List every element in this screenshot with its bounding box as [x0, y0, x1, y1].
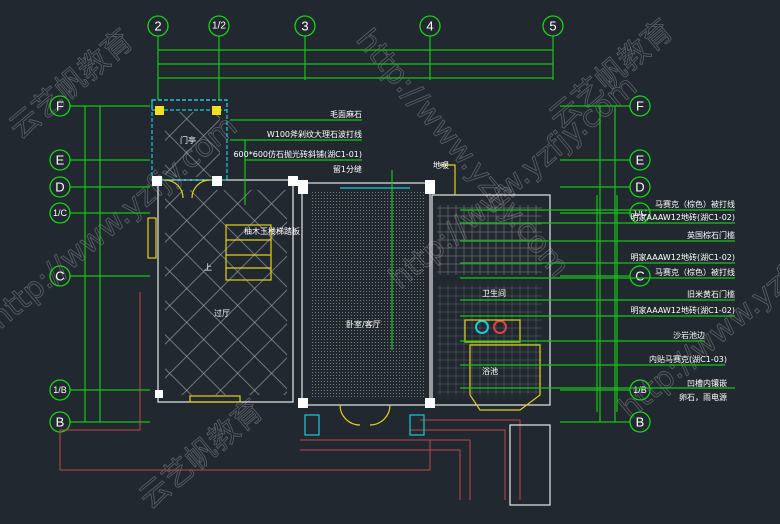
watermark: 云艺帆教育	[133, 393, 270, 516]
axis-label: 1/B	[53, 385, 67, 395]
note: 明家AAAW12地砖(湖C1-02)	[631, 305, 736, 315]
hall-floor-tiles	[165, 190, 287, 395]
note: 旧米黄石门槛	[687, 289, 735, 299]
pipes	[59, 292, 521, 500]
axis-label: D	[55, 180, 64, 195]
note: 马赛克（棕色）被打线	[655, 267, 735, 277]
pavilion-floor	[165, 112, 220, 177]
axis-label: C	[55, 269, 64, 284]
axis-label: 3	[301, 19, 308, 34]
note: 留1分缝	[333, 164, 362, 174]
note: 明家AAAW12地砖(湖C1-02)	[631, 252, 736, 262]
bedroom-floor	[310, 192, 425, 398]
note: W100斧剁纹大理石波打线	[267, 129, 362, 139]
axis-label: F	[636, 99, 644, 114]
row-axes: F F E E D D 1/C 1/C C C 1/B 1/B B B	[49, 95, 651, 433]
axis-label: 1/C	[633, 208, 648, 218]
axis-label: 5	[549, 19, 556, 34]
axis-label: B	[56, 415, 65, 430]
room-label: 柚木王楼梯踏板	[244, 226, 300, 236]
bath-tiles	[437, 205, 542, 275]
watermark: 云艺帆教育	[3, 23, 140, 146]
note: 英国棕石门槛	[687, 230, 735, 240]
room-label: 卫生间	[482, 288, 506, 298]
axis-label: E	[636, 153, 645, 168]
room-labels: 门亭 地暖 柚木王楼梯踏板 上 过厅 卧室/客厅 卫生间 浴池	[180, 135, 506, 376]
room-label: 卧室/客厅	[346, 319, 381, 329]
note: 明家AAAW12地砖(湖C1-02)	[631, 212, 736, 222]
room-label: 过厅	[214, 308, 230, 318]
note: 毛面麻石	[330, 109, 362, 119]
note: 600*600仿石抛光砖斜铺(湖C1-01)	[233, 149, 362, 159]
note: 沙岩池边	[673, 330, 705, 340]
note: 马赛克（棕色）被打线	[655, 199, 735, 209]
axis-label: 4	[426, 19, 433, 34]
axis-label: F	[56, 99, 64, 114]
axis-label: B	[636, 415, 645, 430]
room-label: 地暖	[433, 160, 449, 170]
note: 凹槽内镶嵌	[687, 378, 727, 388]
note: 卵石，雨电源	[679, 392, 727, 402]
room-label: 门亭	[180, 135, 196, 145]
axis-label: 1/C	[53, 208, 68, 218]
axis-label: 2	[154, 19, 161, 34]
note: 内贴马赛克(湖C1-03)	[649, 354, 727, 364]
axis-label: C	[635, 269, 644, 284]
top-notes: 毛面麻石 W100斧剁纹大理石波打线 600*600仿石抛光砖斜铺(湖C1-01…	[233, 109, 362, 174]
room-label: 浴池	[482, 366, 498, 376]
right-notes: 马赛克（棕色）被打线 明家AAAW12地砖(湖C1-02) 英国棕石门槛 明家A…	[631, 199, 736, 402]
stair	[225, 224, 272, 281]
room-label: 上	[204, 263, 212, 272]
walls	[147, 99, 551, 506]
axis-label: 1/B	[633, 385, 647, 395]
bathroom-tiles	[437, 285, 542, 395]
axis-label: E	[56, 153, 65, 168]
axis-label: 1/2	[212, 21, 226, 32]
axis-label: D	[635, 180, 644, 195]
dimension-lines	[84, 49, 616, 422]
column-axes: 2 1/2 3 4 5	[147, 15, 564, 100]
leader-lines	[230, 119, 735, 412]
